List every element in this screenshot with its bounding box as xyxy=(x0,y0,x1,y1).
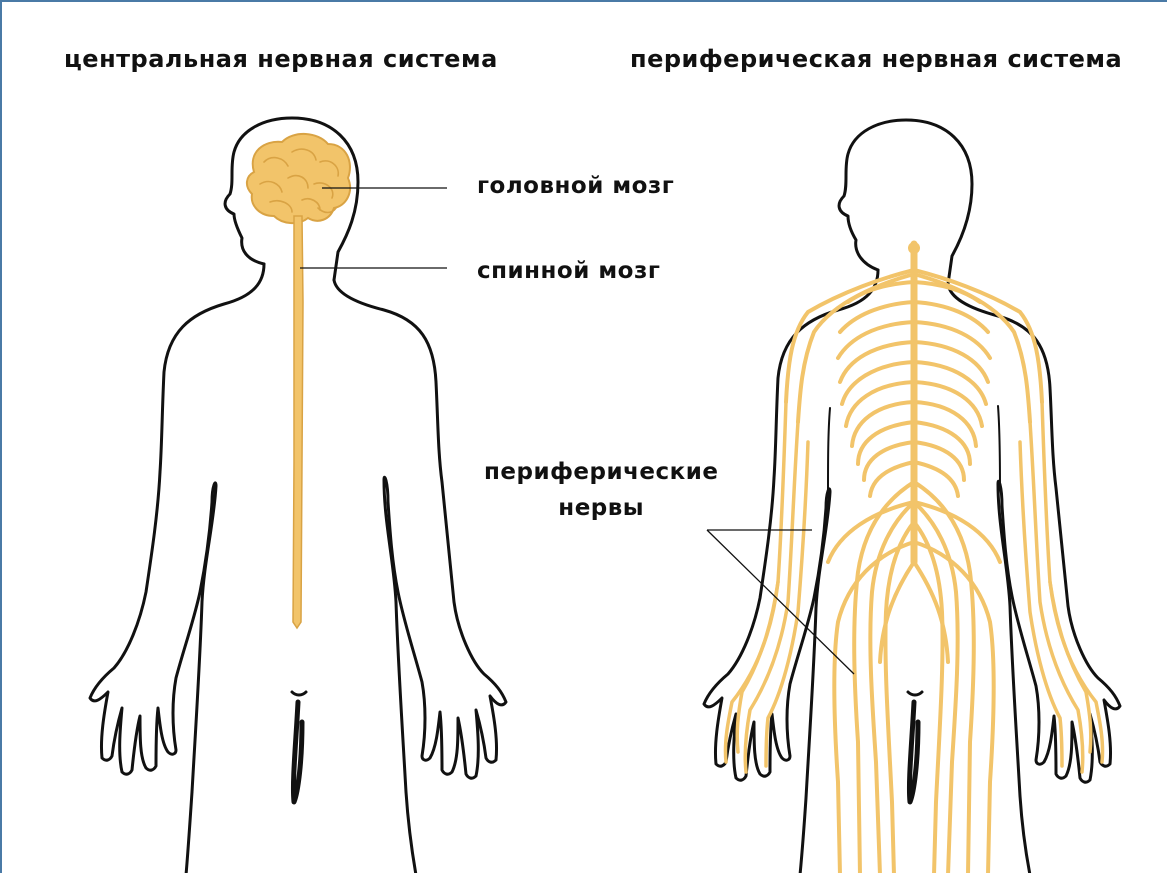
brain-label: головной мозг xyxy=(477,173,674,199)
brain-shape xyxy=(247,134,350,223)
pns-heading: периферическая нервная система xyxy=(630,45,1122,73)
peripheral-nerves-label-line1: периферические xyxy=(484,454,718,490)
spinal-cord-shape xyxy=(293,216,303,628)
spinal-cord-label: спинной мозг xyxy=(477,258,660,284)
peripheral-nerves-label-line2: нервы xyxy=(484,490,718,526)
peripheral-nerves-label: периферические нервы xyxy=(484,454,718,526)
cns-heading: центральная нервная система xyxy=(64,45,498,73)
